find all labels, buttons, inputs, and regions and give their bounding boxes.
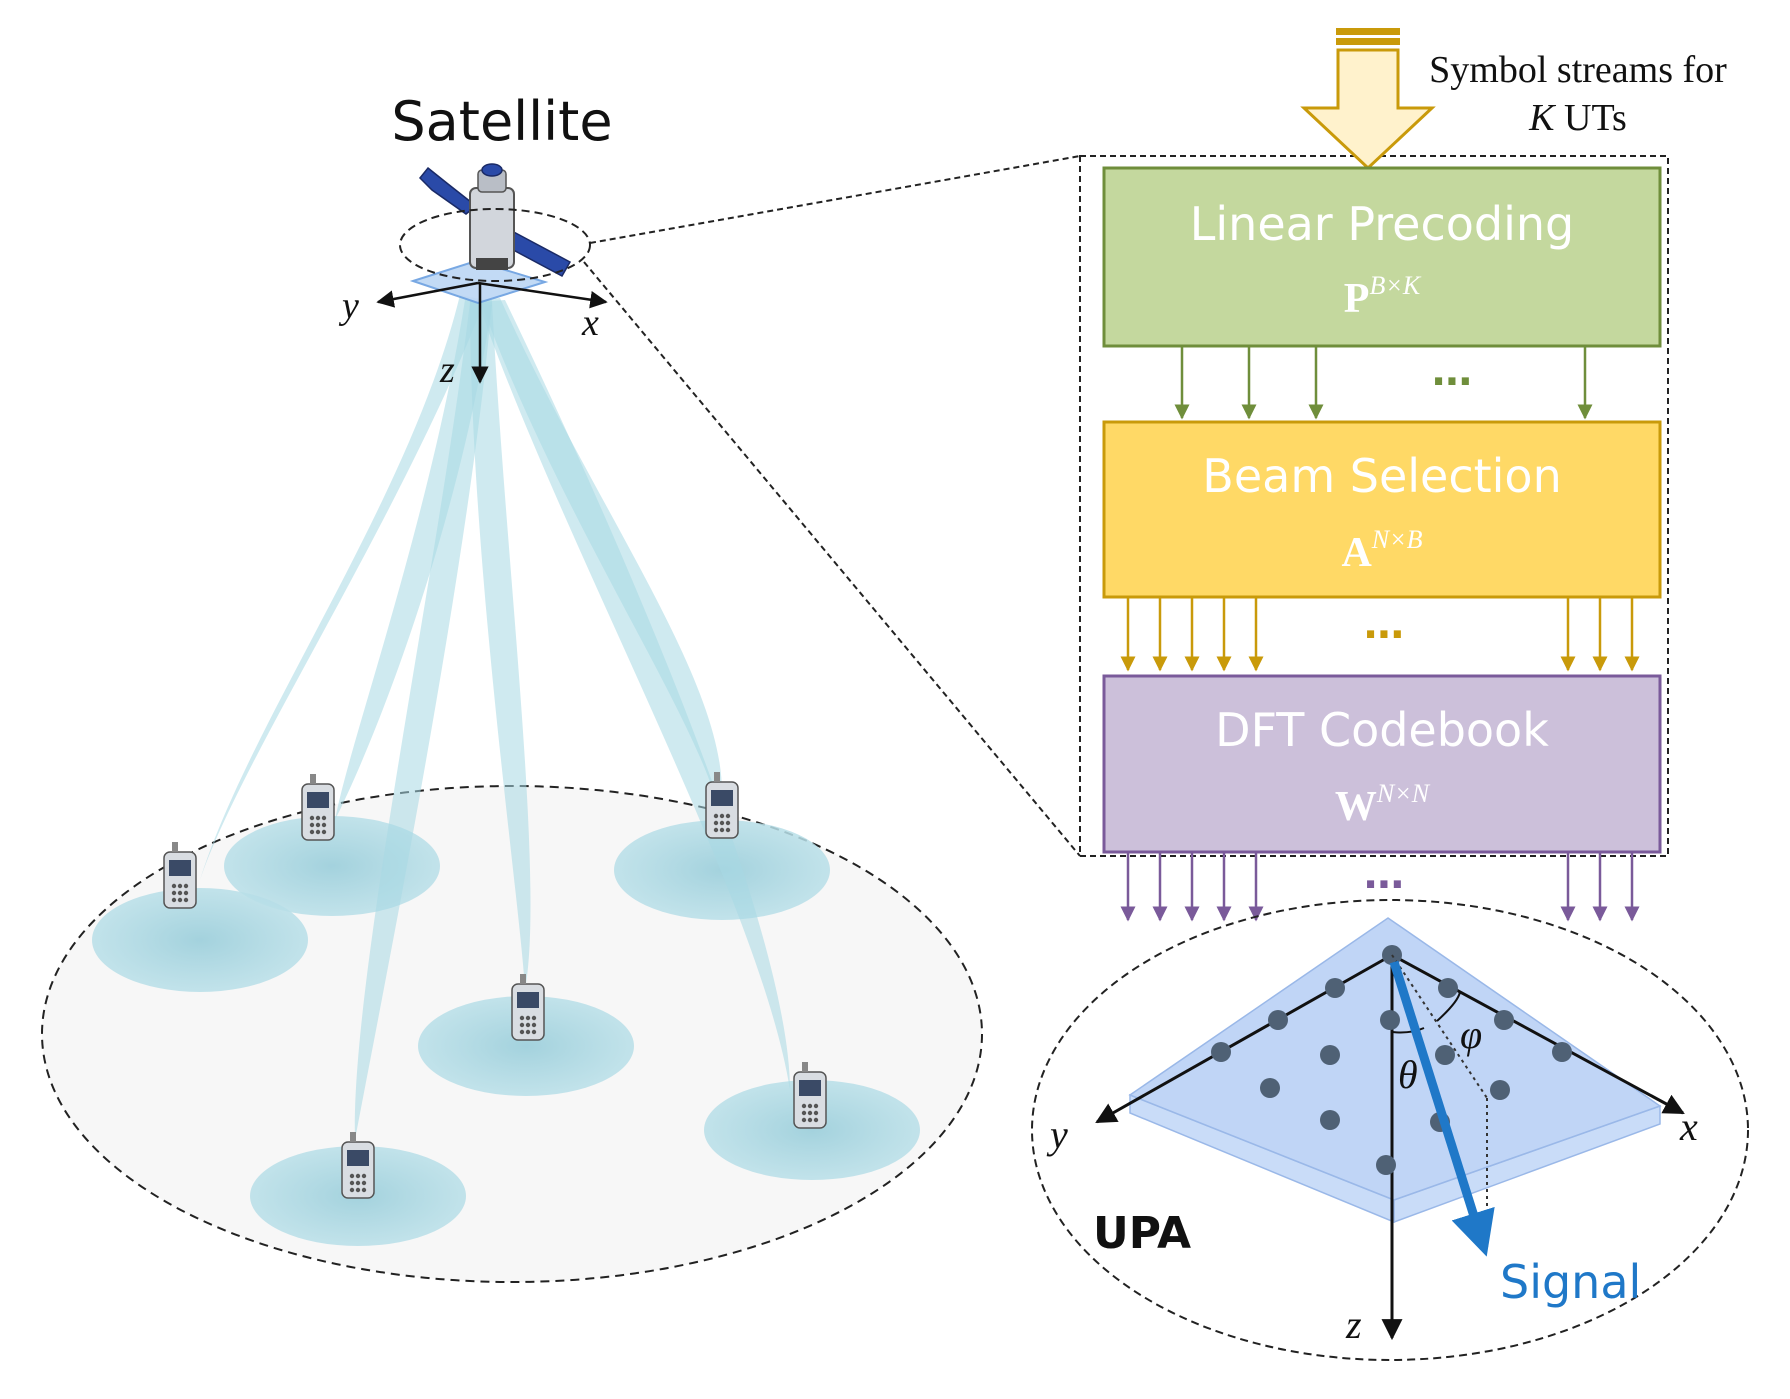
antenna-element	[1376, 1155, 1396, 1175]
precoding-output-arrows	[1174, 346, 1593, 420]
handset-icon	[511, 974, 545, 1041]
sat-axis-z-label: z	[439, 349, 455, 391]
satellite-zoom-ellipse	[399, 208, 591, 282]
handset-icon	[341, 1132, 375, 1199]
antenna-element	[1260, 1078, 1280, 1098]
beam-spot	[418, 996, 634, 1096]
beam	[470, 300, 531, 990]
upa-plate	[1128, 917, 1662, 1224]
input-label-line1: Symbol streams for	[1429, 49, 1727, 91]
linear-precoding-title: Linear Precoding	[1190, 197, 1575, 251]
input-label-rest: UTs	[1555, 97, 1627, 139]
symbol-stream-arrow-icon	[1300, 28, 1436, 171]
upa-axis-x	[1391, 953, 1685, 1115]
antenna-element	[1490, 1080, 1510, 1100]
beam	[200, 295, 485, 880]
matrix-w-superscript: N×N	[1376, 779, 1431, 808]
handset-icon	[301, 774, 335, 841]
matrix-w: W	[1335, 784, 1377, 830]
upa-elements	[1211, 945, 1572, 1175]
satellite-icon	[409, 163, 572, 305]
sat-axis-x-label: x	[581, 302, 599, 344]
beam-selection-block	[1102, 420, 1662, 599]
antenna-element	[1380, 1010, 1400, 1030]
linear-precoding-matrix: PB×K	[1344, 271, 1422, 322]
antenna-element	[1320, 1110, 1340, 1130]
zoom-line-top	[589, 155, 1081, 244]
upa-axis-x-label: x	[1679, 1104, 1698, 1149]
zoom-line-bottom	[583, 261, 1081, 857]
antenna-element	[1325, 978, 1345, 998]
signal-arrow	[1389, 960, 1495, 1257]
dft-codebook-title: DFT Codebook	[1215, 703, 1549, 757]
theta-arc	[1391, 1027, 1425, 1034]
matrix-a: A	[1341, 530, 1372, 576]
beam-spot	[92, 888, 308, 992]
dft-codebook-block	[1102, 674, 1662, 854]
matrix-p: P	[1344, 276, 1370, 322]
user-terminals	[163, 772, 827, 1199]
signal-label: Signal	[1500, 1255, 1641, 1309]
upa-axis-z-label: z	[1345, 1302, 1362, 1347]
antenna-element	[1211, 1042, 1231, 1062]
handset-icon	[163, 842, 197, 909]
antenna-element	[1494, 1010, 1514, 1030]
sat-axis-y-label: y	[338, 285, 359, 327]
upa-axis-y-label: y	[1046, 1112, 1068, 1157]
matrix-p-superscript: B×K	[1369, 271, 1421, 300]
upa-ellipse	[1031, 899, 1749, 1361]
codebook-output-arrows	[1120, 852, 1640, 922]
handset-icon	[793, 1062, 827, 1129]
antenna-element	[1320, 1045, 1340, 1065]
antenna-element	[1438, 978, 1458, 998]
beam-selection-title: Beam Selection	[1202, 449, 1561, 503]
phi-label: φ	[1460, 1012, 1482, 1057]
antenna-element	[1552, 1042, 1572, 1062]
sat-axis-x	[477, 281, 608, 309]
upa-label: UPA	[1093, 1208, 1191, 1259]
selection-output-arrows	[1120, 597, 1640, 672]
beam	[478, 300, 790, 1090]
input-label-line2: K UTs	[1528, 97, 1627, 139]
dft-codebook-matrix: WN×N	[1335, 779, 1431, 830]
theta-label: θ	[1398, 1052, 1418, 1097]
beam-selection-matrix: AN×B	[1341, 525, 1422, 576]
linear-precoding-block	[1102, 166, 1662, 348]
matrix-a-superscript: N×B	[1371, 525, 1423, 554]
phi-arc	[1436, 991, 1461, 1022]
beams	[200, 295, 790, 1140]
satellite-label: Satellite	[391, 90, 612, 153]
signal-projection	[1391, 954, 1488, 1099]
antenna-element	[1268, 1010, 1288, 1030]
sat-axis-y	[376, 281, 479, 308]
handset-icon	[705, 772, 739, 839]
selection-ellipsis: ⋯	[1364, 612, 1404, 658]
beam-spot	[704, 1080, 920, 1180]
antenna-element	[1435, 1045, 1455, 1065]
input-label-var: K	[1528, 97, 1556, 139]
precoding-ellipsis: ⋯	[1432, 359, 1472, 405]
beam	[354, 302, 492, 1140]
